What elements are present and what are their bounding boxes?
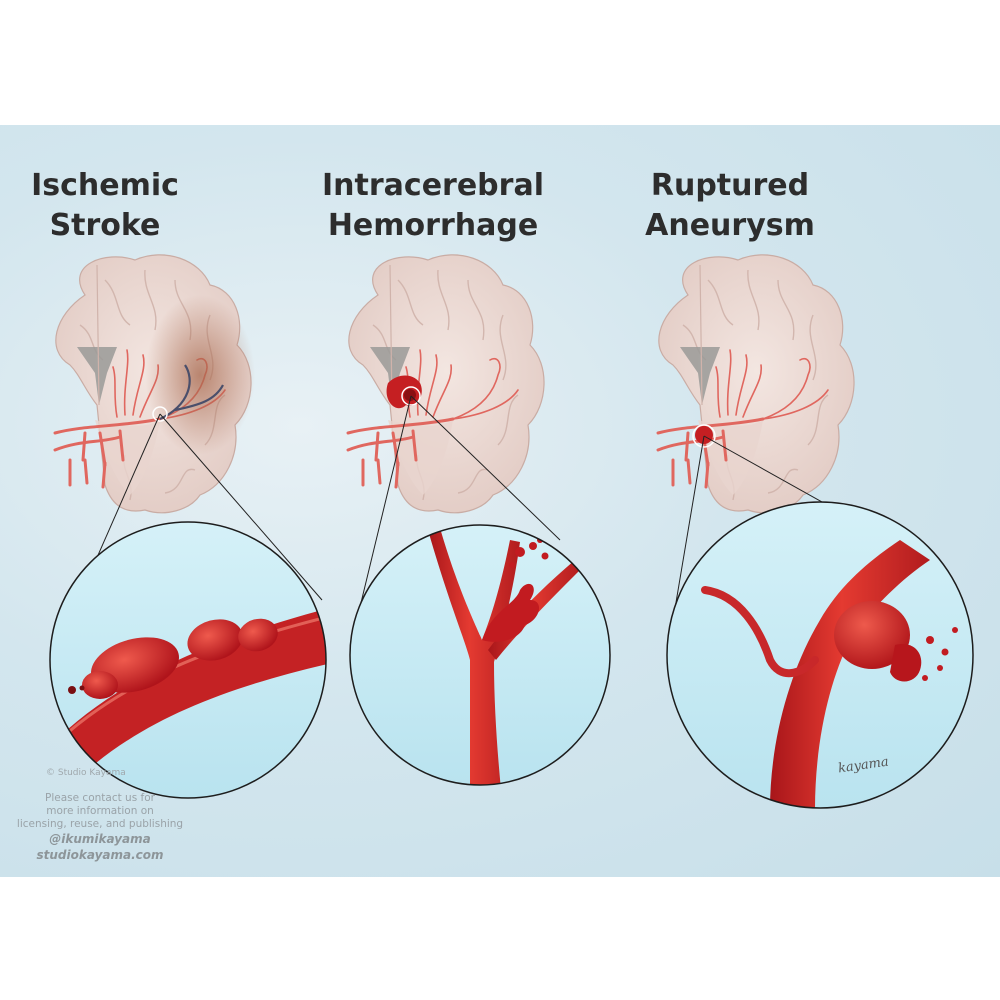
- zoom-marker-1: [152, 406, 168, 422]
- brain-aneurysm: [656, 253, 856, 515]
- copyright-text: © Studio Kayama: [46, 768, 126, 778]
- brain-ischemic: [53, 253, 255, 515]
- credit-block: Please contact us for more information o…: [0, 792, 200, 863]
- brain-hemorrhage: [346, 253, 546, 515]
- credit-site: studiokayama.com: [36, 848, 164, 862]
- zoom-marker-3: [692, 424, 716, 448]
- lens-aneurysm: [666, 501, 974, 809]
- credit-handle: @ikumikayama: [49, 832, 151, 846]
- lens-hemorrhage: [349, 524, 611, 786]
- zoom-marker-2: [401, 386, 421, 406]
